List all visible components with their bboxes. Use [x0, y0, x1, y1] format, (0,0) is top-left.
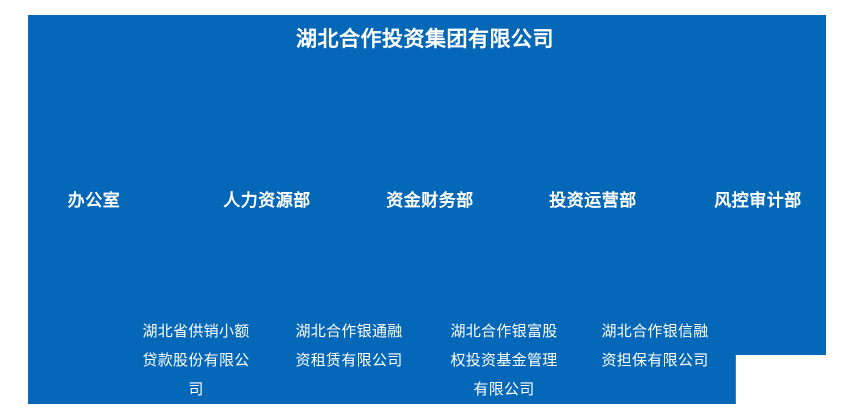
org-chart-panel [28, 15, 826, 404]
subsidiary-node-guarantee[interactable]: 湖北合作银信融资担保有限公司 [601, 323, 709, 369]
department-node-investment-operations[interactable]: 投资运营部 [549, 191, 637, 210]
department-row: 办公室 人力资源部 资金财务部 投资运营部 风控审计部 [28, 188, 826, 214]
subsidiary-node-equity-fund[interactable]: 湖北合作银富股权投资基金管理有限公司 [450, 323, 558, 398]
department-node-finance[interactable]: 资金财务部 [386, 191, 474, 210]
company-title: 湖北合作投资集团有限公司 [296, 28, 554, 51]
subsidiary-node-leasing[interactable]: 湖北合作银通融资租赁有限公司 [295, 323, 403, 369]
department-node-office[interactable]: 办公室 [67, 191, 121, 210]
department-node-human-resources[interactable]: 人力资源部 [223, 191, 311, 210]
subsidiary-node-microloan[interactable]: 湖北省供销小额贷款股份有限公司 [142, 323, 250, 398]
subsidiary-row: 湖北省供销小额贷款股份有限公司 湖北合作银通融资租赁有限公司 湖北合作银富股权投… [28, 317, 826, 407]
department-node-risk-audit[interactable]: 风控审计部 [714, 191, 802, 210]
